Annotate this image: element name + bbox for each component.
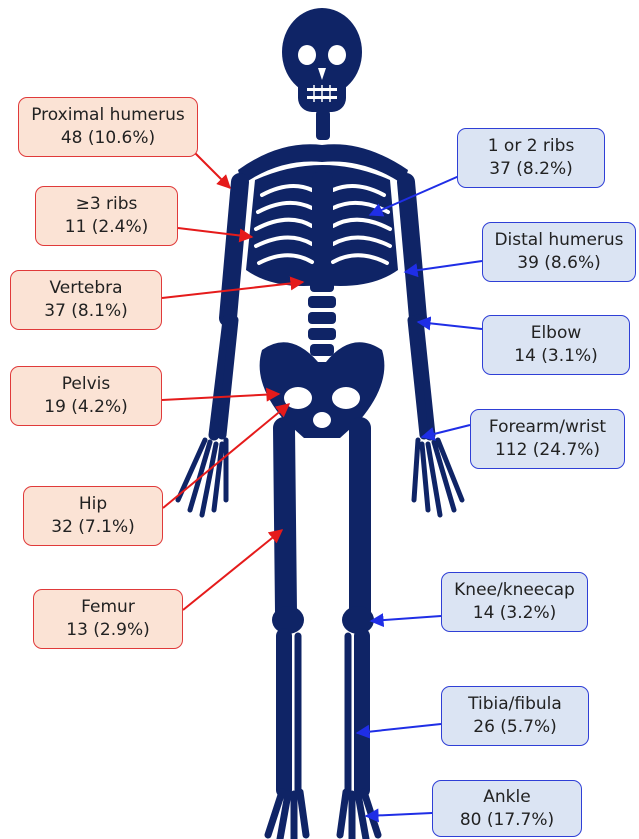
- label-name: Tibia/fibula: [468, 693, 562, 716]
- label-name: ≥3 ribs: [76, 193, 138, 216]
- label-1-or-2-ribs: 1 or 2 ribs 37 (8.2%): [457, 128, 605, 188]
- arrow-elbow: [418, 322, 482, 329]
- label-vertebra: Vertebra 37 (8.1%): [10, 270, 162, 330]
- label-value: 13 (2.9%): [66, 619, 150, 642]
- label-distal-humerus: Distal humerus 39 (8.6%): [482, 222, 636, 282]
- neck-vertebrae: [316, 110, 330, 140]
- label-name: Vertebra: [49, 277, 122, 300]
- label-elbow: Elbow 14 (3.1%): [482, 315, 630, 375]
- label-proximal-humerus: Proximal humerus 48 (10.6%): [18, 97, 198, 157]
- left-leg: [268, 428, 306, 839]
- label-name: Pelvis: [62, 373, 110, 396]
- ribcage: [246, 165, 398, 286]
- right-leg: [340, 428, 378, 839]
- label-name: Hip: [79, 493, 107, 516]
- label-value: 14 (3.1%): [514, 345, 598, 368]
- label-name: Proximal humerus: [31, 104, 185, 127]
- label-value: 26 (5.7%): [473, 716, 557, 739]
- label-value: 37 (8.1%): [44, 300, 128, 323]
- label-name: 1 or 2 ribs: [488, 135, 575, 158]
- spine: [308, 280, 336, 356]
- arrow-femur: [183, 530, 282, 610]
- arrow-ankle: [366, 813, 432, 816]
- label-pelvis: Pelvis 19 (4.2%): [10, 366, 162, 426]
- label-forearm-wrist: Forearm/wrist 112 (24.7%): [470, 409, 625, 469]
- label-name: Femur: [81, 596, 135, 619]
- label-value: 19 (4.2%): [44, 396, 128, 419]
- label-femur: Femur 13 (2.9%): [33, 589, 183, 649]
- label-name: Ankle: [483, 786, 530, 809]
- label-tibia-fibula: Tibia/fibula 26 (5.7%): [441, 686, 589, 746]
- label-name: Elbow: [531, 322, 582, 345]
- skeleton-figure: [178, 8, 462, 839]
- label-name: Forearm/wrist: [489, 416, 606, 439]
- label-knee-kneecap: Knee/kneecap 14 (3.2%): [441, 572, 588, 632]
- label-value: 48 (10.6%): [61, 127, 155, 150]
- label-ankle: Ankle 80 (17.7%): [432, 780, 582, 837]
- arrow-knee-kneecap: [371, 616, 441, 621]
- label-value: 11 (2.4%): [65, 216, 149, 239]
- label-hip: Hip 32 (7.1%): [23, 486, 163, 546]
- label-3-ribs: ≥3 ribs 11 (2.4%): [35, 186, 178, 246]
- label-value: 14 (3.2%): [473, 602, 557, 625]
- label-value: 80 (17.7%): [460, 809, 554, 832]
- label-value: 112 (24.7%): [495, 439, 600, 462]
- label-name: Knee/kneecap: [454, 579, 575, 602]
- right-arm: [406, 182, 462, 515]
- label-value: 37 (8.2%): [489, 158, 573, 181]
- skull: [282, 8, 362, 112]
- label-name: Distal humerus: [494, 229, 623, 252]
- label-value: 32 (7.1%): [51, 516, 135, 539]
- label-value: 39 (8.6%): [517, 252, 601, 275]
